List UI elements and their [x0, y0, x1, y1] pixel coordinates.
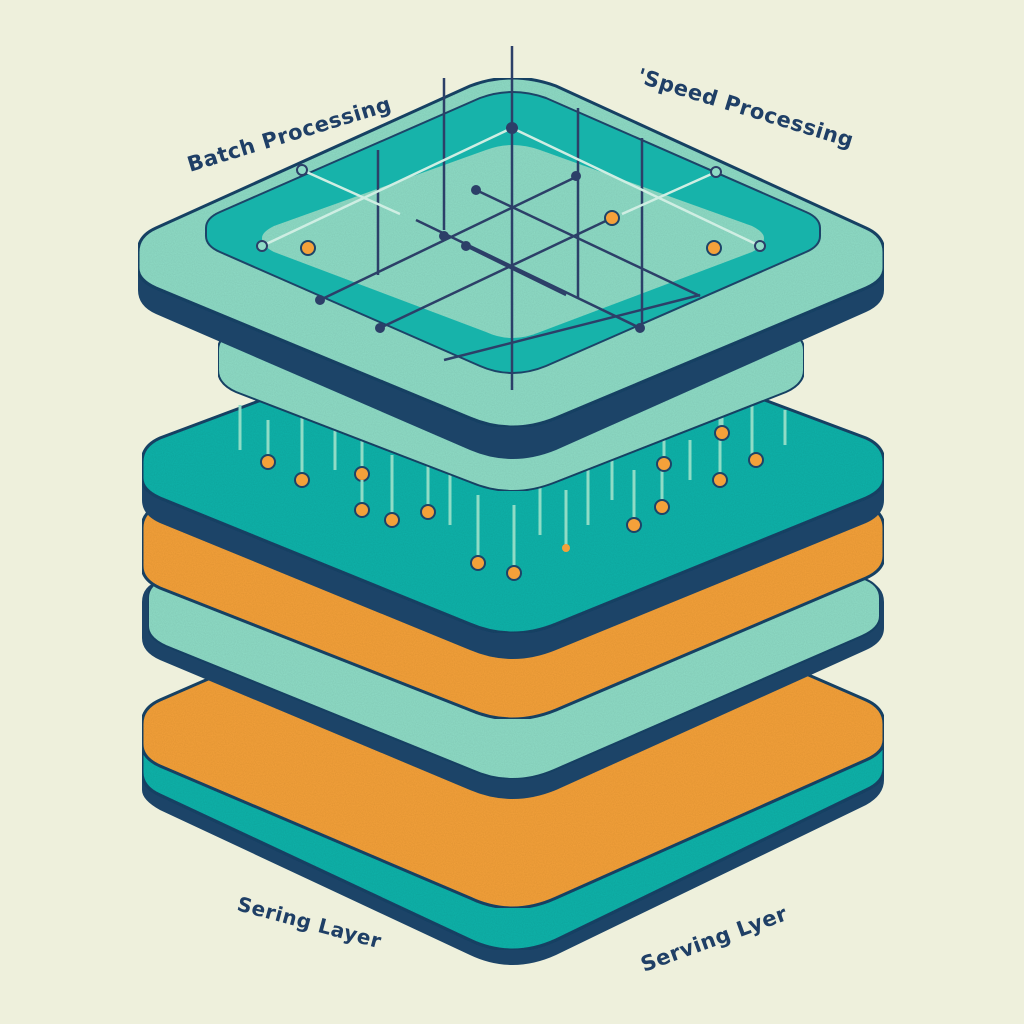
grid-lines-light — [261, 126, 761, 248]
grid-orange-dots — [300, 210, 722, 256]
particle-strands — [238, 400, 787, 581]
grid-nodes — [256, 122, 766, 333]
label-serving-layer-right: Serving Lyer — [638, 901, 791, 976]
grid-lines — [319, 46, 701, 390]
